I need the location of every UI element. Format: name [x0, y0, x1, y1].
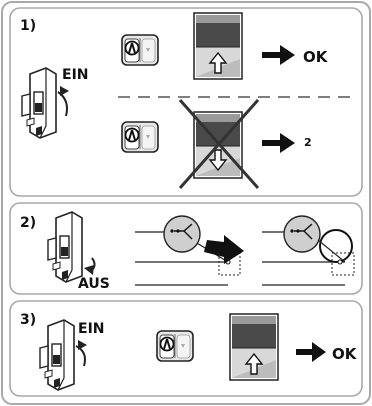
roller-shutter-up-icon — [229, 313, 279, 381]
step-1-result-2: 2 — [304, 136, 312, 149]
step-1-number: 1) — [20, 18, 36, 34]
step-3-breaker-label: EIN — [78, 321, 105, 337]
switch-on-curved-arrow-icon — [57, 91, 68, 117]
motor-wiring-icon — [262, 215, 355, 286]
step-3-result-ok: OK — [332, 345, 358, 363]
roller-shutter-up-icon — [193, 12, 243, 80]
step-3-panel: 3) EIN OK — [9, 300, 363, 397]
step-2-panel: 2) AUS — [9, 202, 363, 295]
step-1-panel: 1) EIN OK 2 — [9, 7, 363, 197]
rocker-switch-up-icon — [156, 330, 194, 362]
step-2-number: 2) — [20, 215, 36, 231]
right-arrow-icon — [262, 133, 295, 153]
right-arrow-icon — [262, 45, 295, 65]
rocker-switch-up-icon — [121, 34, 159, 66]
step-3-number: 3) — [20, 312, 36, 328]
step-1-result-ok: OK — [303, 48, 329, 66]
step-1-breaker-label: EIN — [62, 67, 89, 83]
step-2-breaker-label: AUS — [78, 276, 110, 292]
right-arrow-icon — [296, 342, 326, 362]
roller-shutter-down-icon — [193, 111, 243, 179]
right-arrow-icon — [204, 235, 244, 264]
cross-icon — [178, 99, 260, 189]
rocker-switch-icon — [121, 121, 159, 153]
switch-on-curved-arrow-icon — [75, 345, 86, 367]
